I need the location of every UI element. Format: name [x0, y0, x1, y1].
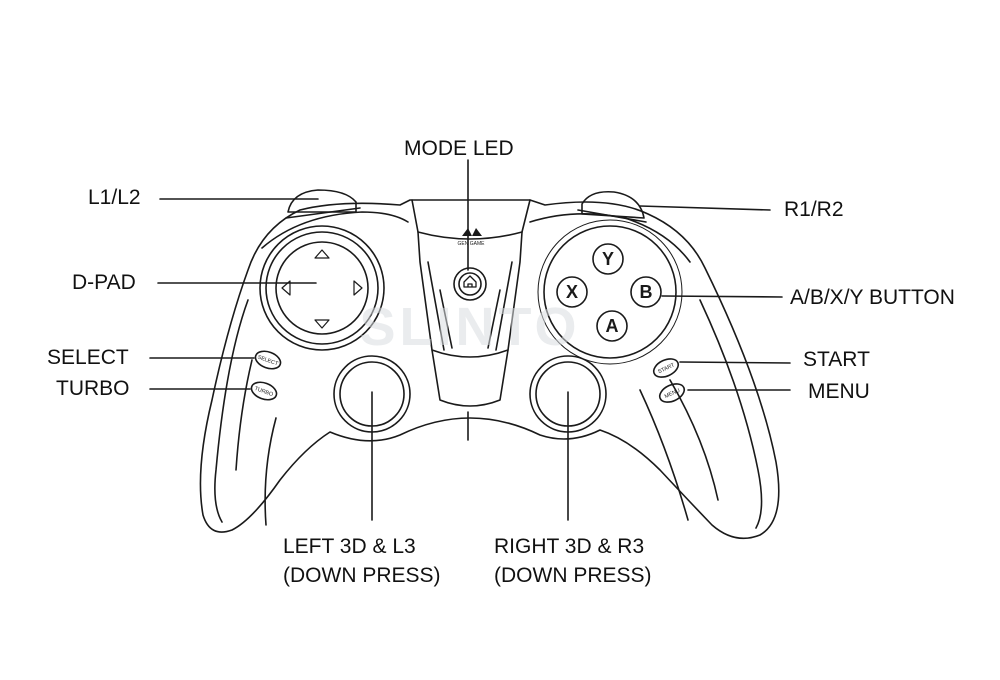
face-button-plate — [543, 225, 677, 359]
leader-line-abxy — [661, 295, 783, 298]
d-pad-down-arrow-icon[interactable] — [314, 319, 330, 329]
y-button-label: Y — [602, 249, 614, 269]
d-pad-up-arrow-icon[interactable] — [314, 249, 330, 259]
label-r1-r2: R1/R2 — [784, 198, 844, 221]
left-shoulder-lower — [285, 207, 361, 219]
body-inner-contour-top — [261, 211, 409, 249]
label-turbo: TURBO — [56, 377, 130, 400]
body-left-grip-line-3 — [235, 359, 253, 471]
label-select: SELECT — [47, 346, 129, 369]
label-left-3d-line2: (DOWN PRESS) — [283, 564, 441, 587]
mode-button[interactable] — [453, 267, 487, 301]
d-pad-left-arrow-icon[interactable] — [281, 280, 291, 296]
body-left-grip-line-2 — [264, 417, 277, 526]
label-left-3d-line1: LEFT 3D & L3 — [283, 535, 416, 558]
d-pad-ring-inner — [265, 231, 379, 345]
label-l1-l2: L1/L2 — [88, 186, 141, 209]
center-panel-right-edge — [495, 261, 513, 351]
home-icon — [463, 275, 477, 288]
watermark: SLINTO — [359, 297, 580, 357]
x-button-label: X — [566, 282, 578, 302]
label-abxy-button: A/B/X/Y BUTTON — [790, 286, 955, 309]
right-shoulder-button[interactable] — [581, 190, 645, 219]
body-inner-contour-right-top — [529, 213, 691, 263]
d-pad[interactable] — [275, 241, 369, 335]
d-pad-right-arrow-icon[interactable] — [353, 280, 363, 296]
leader-line-start — [679, 361, 791, 364]
leader-line-r1-r2 — [639, 205, 771, 211]
d-pad-ring-outer — [259, 225, 385, 351]
label-mode-led: MODE LED — [404, 137, 514, 160]
mode-button-inner — [458, 272, 482, 296]
center-panel-left-edge — [427, 261, 445, 351]
center-panel-inner-left — [439, 289, 453, 349]
center-panel-inner-right — [487, 289, 501, 349]
a-button[interactable] — [596, 310, 628, 342]
label-right-3d-line2: (DOWN PRESS) — [494, 564, 652, 587]
select-button[interactable] — [253, 348, 283, 372]
center-panel — [411, 199, 531, 240]
left-shoulder-button[interactable] — [287, 189, 357, 213]
body-right-grip-line-3 — [669, 379, 719, 501]
a-button-label: A — [606, 316, 619, 336]
body-left-grip-line-1 — [214, 299, 249, 523]
menu-button[interactable] — [657, 380, 687, 405]
start-button[interactable] — [651, 355, 681, 380]
wing-logo-icon — [462, 228, 482, 236]
label-start: START — [803, 348, 870, 371]
label-right-3d-line1: RIGHT 3D & R3 — [494, 535, 645, 558]
x-button[interactable] — [556, 276, 588, 308]
body-right-grip-line-1 — [699, 299, 763, 529]
controller-body-outline — [199, 199, 780, 540]
y-button[interactable] — [592, 243, 624, 275]
b-button[interactable] — [630, 276, 662, 308]
face-button-plate-rim — [537, 219, 683, 365]
body-right-grip-line-2 — [639, 389, 689, 521]
b-button-label: B — [640, 282, 653, 302]
turbo-button[interactable] — [249, 379, 279, 403]
center-panel-lower — [431, 349, 509, 407]
label-d-pad: D-PAD — [72, 271, 136, 294]
brand-text: GEN GAME — [458, 241, 486, 247]
label-menu: MENU — [808, 380, 870, 403]
